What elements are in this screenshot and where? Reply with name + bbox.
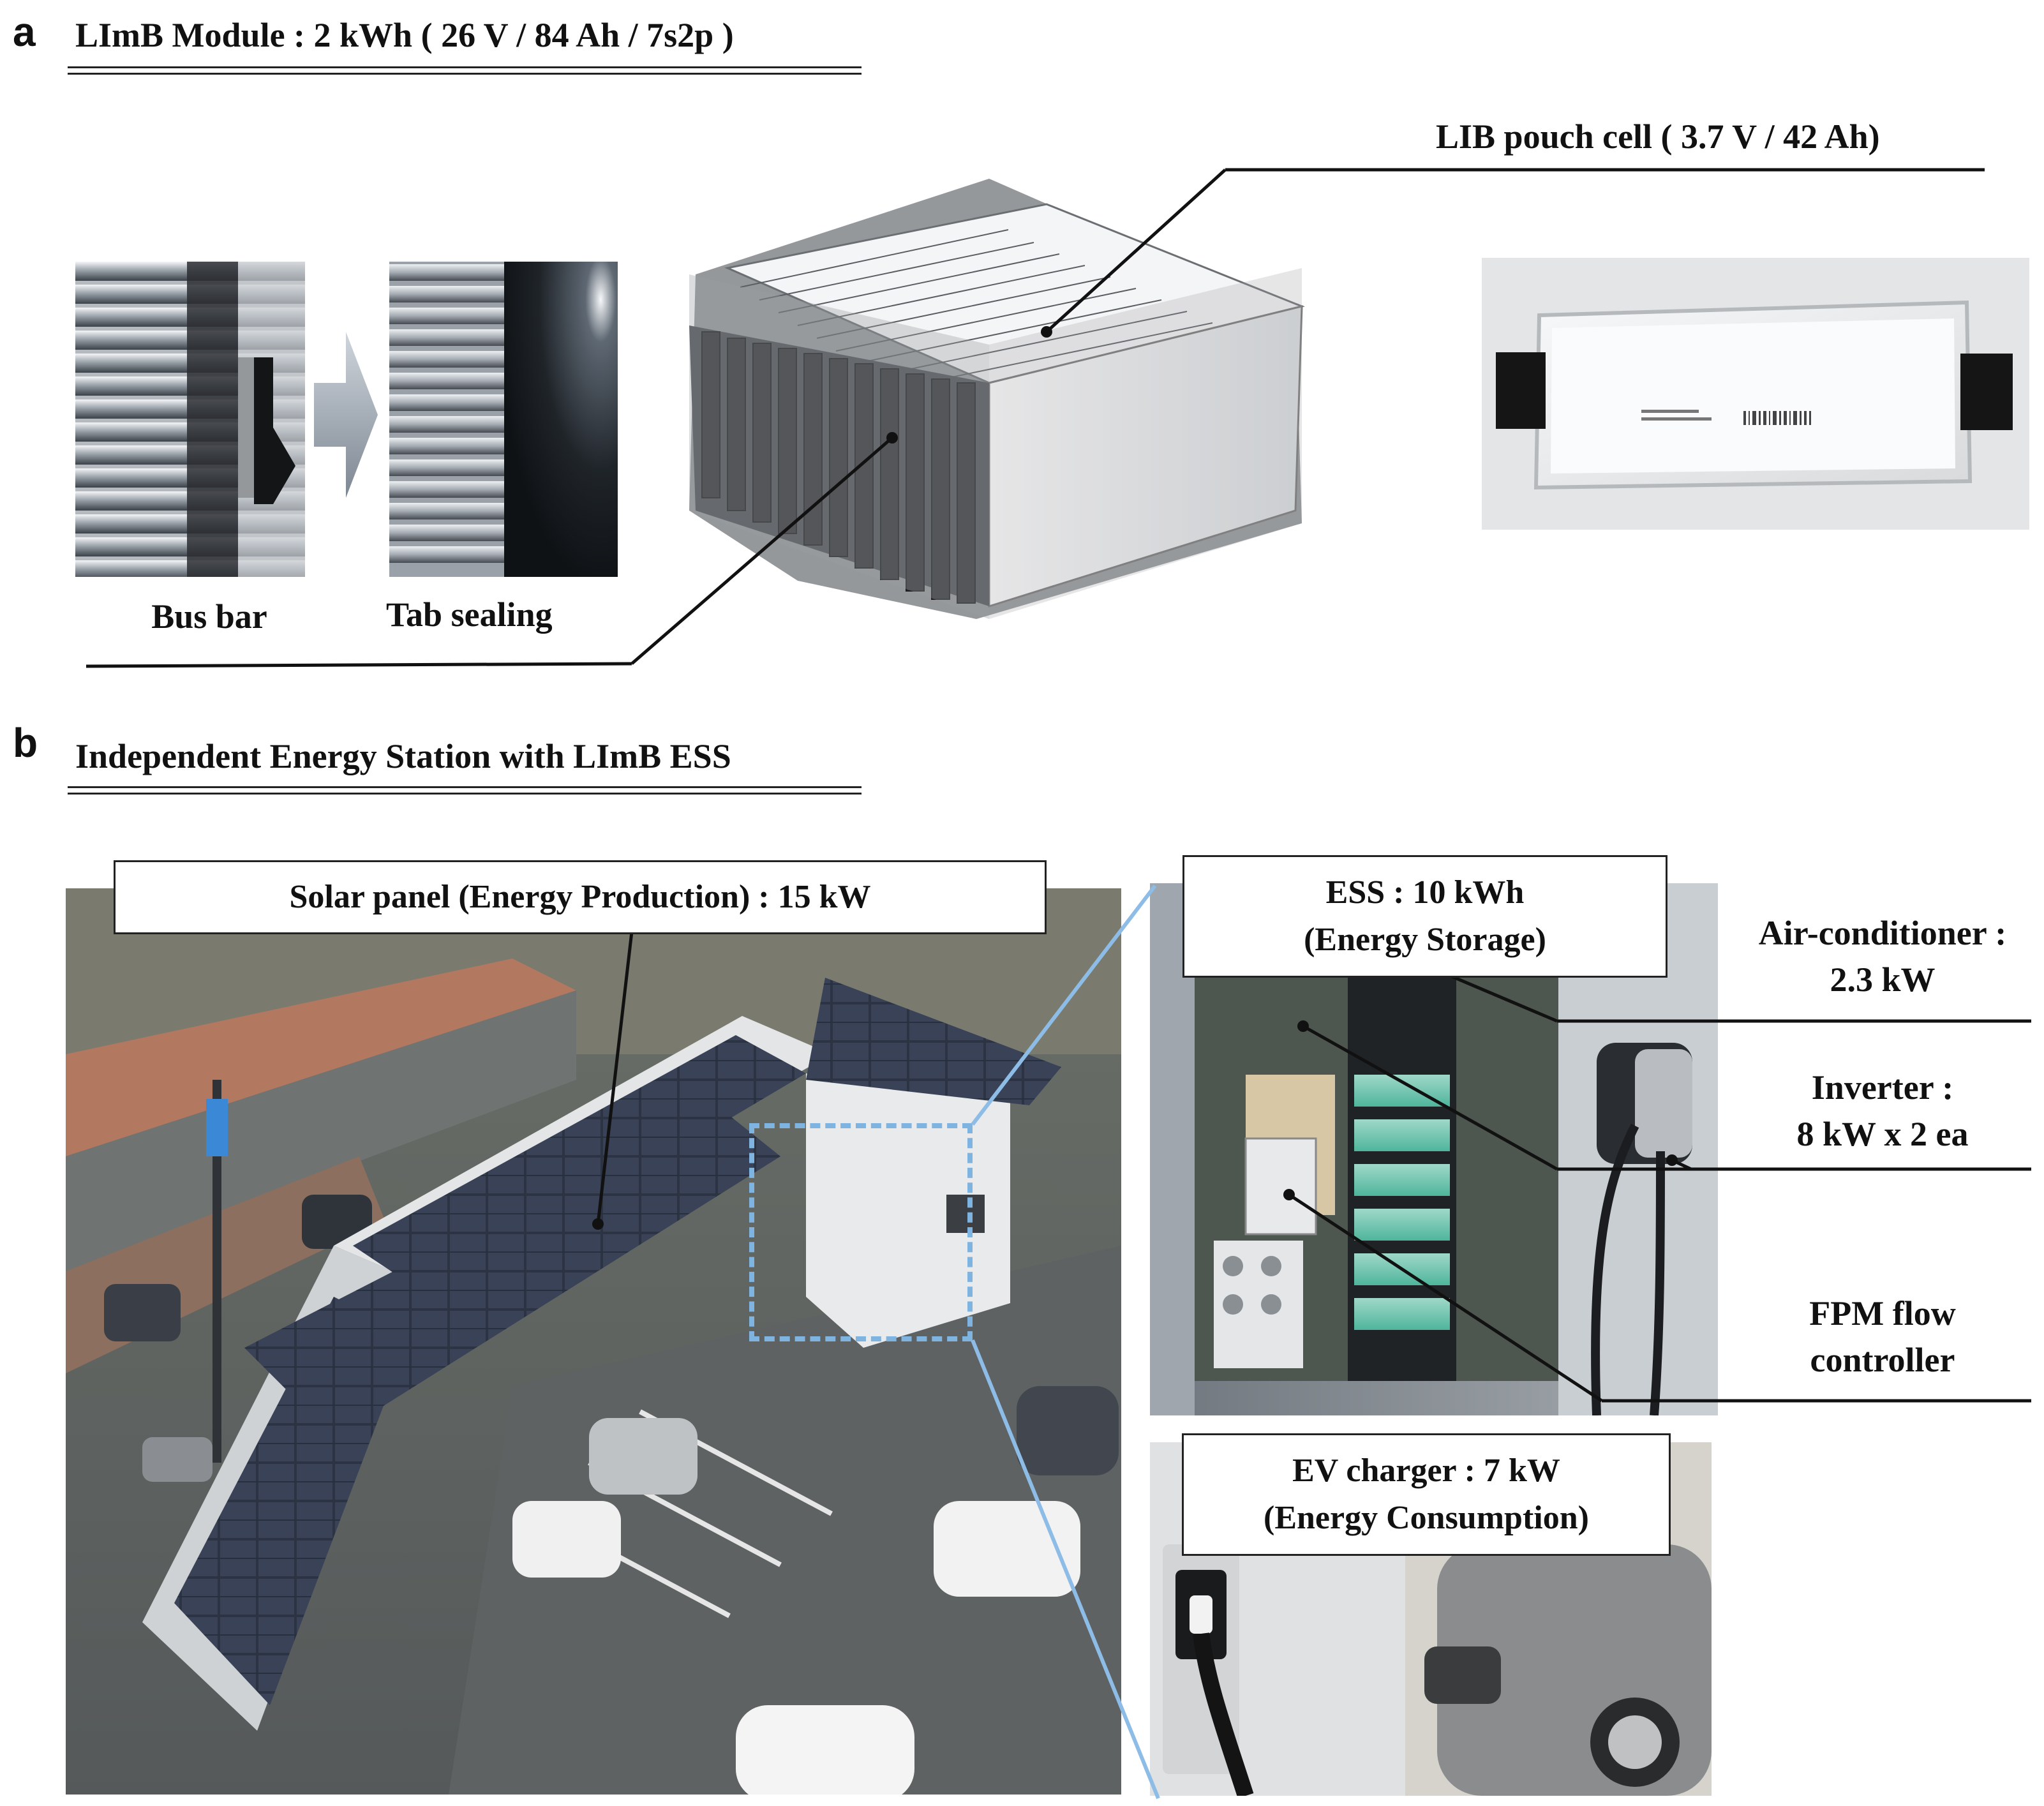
solar-panel-callout: Solar panel (Energy Production) : 15 kW xyxy=(114,860,1047,934)
inverter-line1: Inverter : xyxy=(1811,1068,1954,1107)
panel-b-title: Independent Energy Station with LImB ESS xyxy=(75,737,731,775)
station-aerial-photo xyxy=(66,888,1121,1795)
limb-module-rendering xyxy=(689,179,1372,625)
fpm-line1: FPM flow xyxy=(1809,1294,1956,1332)
solar-panel-callout-text: Solar panel (Energy Production) : 15 kW xyxy=(289,879,871,916)
ess-callout-line1: ESS : 10 kWh xyxy=(1325,874,1525,911)
air-conditioner-line1: Air-conditioner : xyxy=(1758,914,2007,952)
tab-sealing-photo xyxy=(389,262,618,577)
ev-charger-callout-line1: EV charger : 7 kW xyxy=(1292,1452,1560,1489)
panel-b-title-underline xyxy=(68,786,862,795)
ev-charger-callout-line2: (Energy Consumption) xyxy=(1264,1500,1589,1536)
pouch-cell-photo xyxy=(1482,258,2029,530)
panel-a-title-underline xyxy=(68,66,862,75)
air-conditioner-line2: 2.3 kW xyxy=(1830,960,1936,999)
panel-a-letter: a xyxy=(13,9,36,55)
air-conditioner-label: Air-conditioner : 2.3 kW xyxy=(1723,910,2042,1003)
inverter-label: Inverter : 8 kW x 2 ea xyxy=(1723,1064,2042,1158)
process-arrow-icon xyxy=(314,332,378,498)
bus-bar-label: Bus bar xyxy=(151,597,267,636)
ess-highlight-box xyxy=(749,1123,973,1341)
panel-b-letter: b xyxy=(13,720,38,766)
panel-a-title: LImB Module : 2 kWh ( 26 V / 84 Ah / 7s2… xyxy=(75,16,734,54)
ev-charger-callout: EV charger : 7 kW (Energy Consumption) xyxy=(1182,1433,1671,1556)
fpm-flow-controller-label: FPM flow controller xyxy=(1723,1290,2042,1384)
tab-sealing-label: Tab sealing xyxy=(386,595,553,634)
ess-callout: ESS : 10 kWh (Energy Storage) xyxy=(1182,855,1667,978)
fpm-line2: controller xyxy=(1810,1340,1955,1379)
bus-bar-photo xyxy=(75,262,305,577)
inverter-line2: 8 kW x 2 ea xyxy=(1796,1114,1969,1153)
ess-callout-line2: (Energy Storage) xyxy=(1304,922,1546,958)
pouch-cell-label: LIB pouch cell ( 3.7 V / 42 Ah) xyxy=(1436,117,1880,156)
